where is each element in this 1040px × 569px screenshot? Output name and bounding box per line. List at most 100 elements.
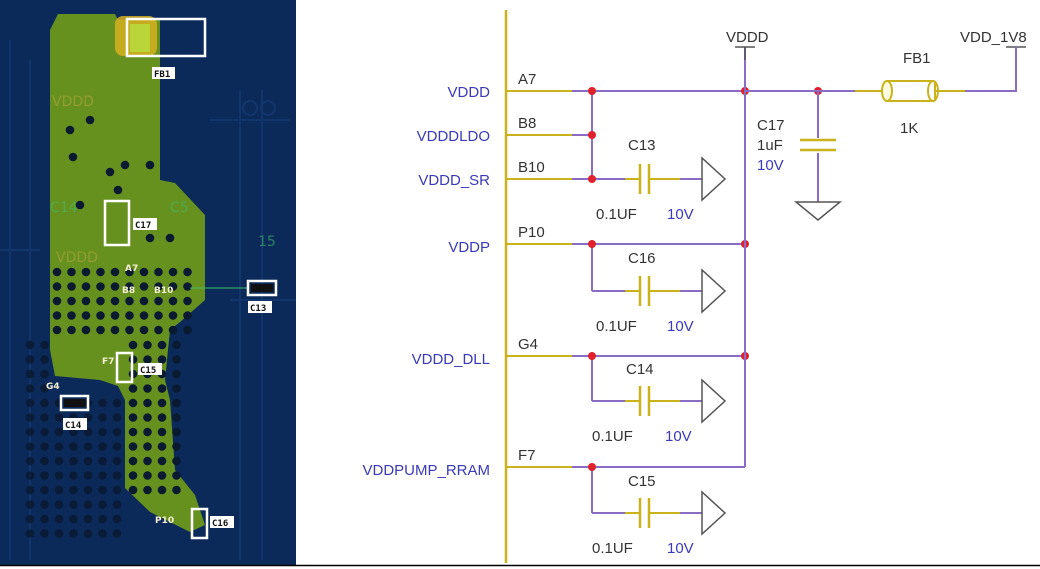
silk-c14-faint: C14 — [50, 200, 78, 216]
via — [128, 471, 138, 480]
via — [172, 471, 181, 480]
net-vddp: VDDP — [448, 239, 490, 256]
pin-a7: A7 — [125, 264, 138, 274]
via — [25, 427, 35, 437]
highlight-boxes — [59, 17, 278, 540]
via — [83, 514, 93, 524]
via — [81, 296, 91, 306]
via — [125, 267, 134, 277]
ferrite-bead-fb1 — [881, 80, 939, 102]
via — [69, 485, 78, 495]
net-vddpump-rram: VDDPUMP_RRAM — [362, 462, 490, 479]
via — [157, 442, 167, 451]
pin-label-b8: B8 — [518, 115, 536, 132]
fb1-box — [125, 17, 207, 58]
via — [143, 398, 152, 408]
label-backgrounds — [63, 67, 272, 528]
via — [112, 471, 122, 480]
via — [54, 529, 64, 538]
junction-dot — [588, 240, 596, 248]
via — [83, 471, 93, 480]
via — [69, 514, 78, 524]
via — [157, 471, 167, 480]
net-vddd: VDDD — [447, 84, 490, 101]
via — [112, 427, 122, 437]
via — [168, 267, 178, 277]
via — [139, 267, 149, 277]
fb1-ref: FB1 — [903, 50, 931, 67]
via — [98, 514, 107, 524]
via — [112, 413, 122, 422]
via — [112, 485, 122, 495]
pcb-layout: VDDD VDDD C14 C5 15 FB1 C17 C13 C15 C14 … — [0, 0, 296, 565]
junction-dot — [588, 352, 596, 360]
via — [172, 442, 181, 451]
via — [81, 282, 91, 291]
via — [168, 325, 178, 335]
via — [25, 355, 35, 364]
via — [168, 282, 178, 291]
part-fills — [64, 284, 273, 407]
via — [98, 500, 107, 509]
pin-label-b10: B10 — [518, 159, 545, 176]
via — [52, 296, 62, 306]
via — [81, 311, 91, 320]
silk-c5-faint: C5 — [170, 200, 189, 216]
via — [40, 485, 49, 495]
via — [110, 267, 120, 277]
via — [172, 456, 181, 466]
via — [143, 485, 152, 495]
via — [128, 427, 138, 437]
via — [25, 369, 35, 379]
c17-value: 1uF — [757, 137, 783, 154]
via — [67, 267, 76, 277]
via — [157, 427, 167, 437]
c15-box — [115, 351, 134, 384]
via — [40, 398, 49, 408]
via — [113, 185, 123, 195]
via — [67, 325, 76, 335]
via — [128, 485, 138, 495]
via — [25, 471, 35, 480]
via — [143, 456, 152, 466]
via — [69, 529, 78, 538]
via — [157, 485, 167, 495]
label-c16: C16 — [212, 519, 228, 529]
via — [110, 282, 120, 291]
via — [128, 340, 138, 350]
via — [154, 296, 163, 306]
via — [98, 456, 107, 466]
via — [145, 160, 155, 170]
via — [143, 427, 152, 437]
via — [157, 355, 167, 364]
c14-box — [59, 394, 90, 412]
label-c14: C14 — [65, 421, 82, 431]
ground-icon — [701, 268, 727, 314]
via — [139, 296, 149, 306]
via — [183, 282, 192, 291]
ground-icon — [793, 201, 843, 221]
junction-dot — [588, 463, 596, 471]
fb1-body — [130, 24, 150, 52]
silk-15: 15 — [258, 234, 276, 250]
via — [139, 282, 149, 291]
via — [40, 514, 49, 524]
via — [40, 456, 49, 466]
via — [81, 325, 91, 335]
schematic: VDDD VDDDLDO VDDD_SR VDDP VDDD_DLL VDDPU… — [362, 10, 1027, 563]
via — [54, 456, 64, 466]
via — [125, 311, 134, 320]
vdd1v8-wire — [965, 47, 1017, 92]
via — [69, 442, 78, 451]
pin-b10: B10 — [154, 286, 173, 296]
junction-dot — [588, 131, 596, 139]
c17-ref: C17 — [757, 117, 785, 134]
junction-dot — [588, 175, 596, 183]
via — [25, 500, 35, 509]
silk-vddd-top: VDDD — [52, 94, 94, 110]
via — [83, 529, 93, 538]
via — [112, 500, 122, 509]
pin-g4: G4 — [46, 382, 60, 392]
via — [112, 529, 122, 538]
fb1-value: 1K — [900, 120, 918, 137]
